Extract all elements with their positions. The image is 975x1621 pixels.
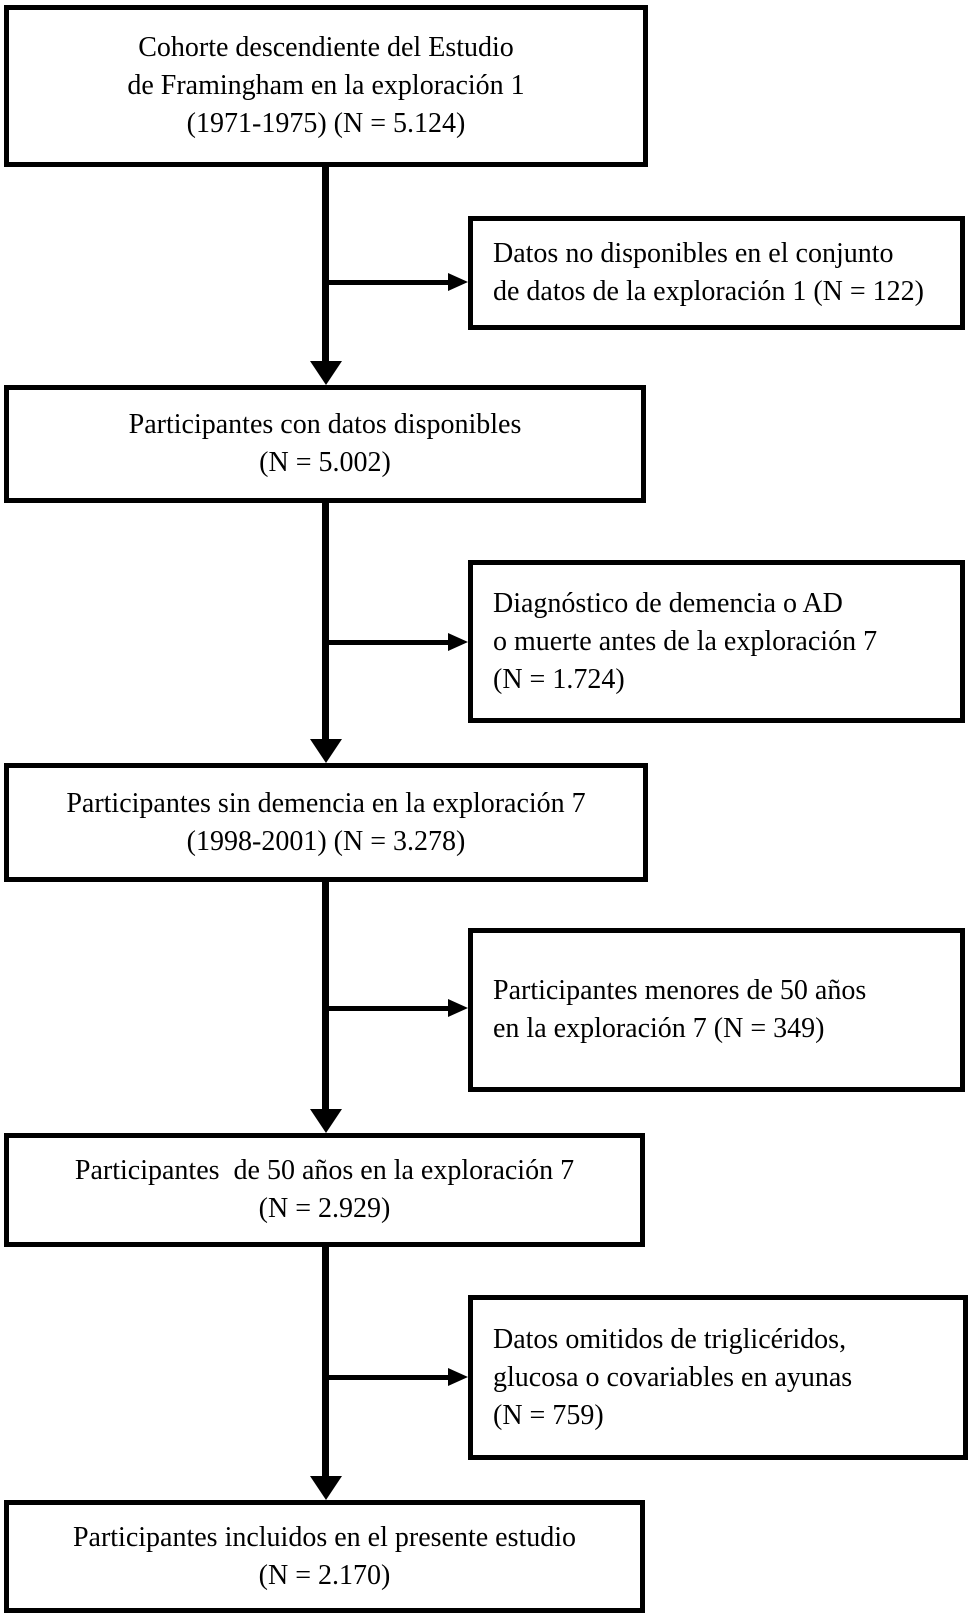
arrowhead-down-icon — [310, 1476, 342, 1500]
box-text-line: (1971-1975) (N = 5.124) — [186, 108, 466, 139]
box-excluded-dementia-or-death: Diagnóstico de demencia o AD o muerte an… — [468, 560, 965, 723]
box-text-line: (N = 2.929) — [258, 1193, 391, 1224]
arrowhead-right-icon — [448, 999, 468, 1017]
stem-line-3 — [322, 878, 329, 1112]
branch-line-3 — [322, 1006, 450, 1011]
box-cohort-exam1: Cohorte descendiente del Estudio de Fram… — [4, 5, 648, 167]
box-text-line: o muerte antes de la exploración 7 — [493, 625, 878, 657]
box-text-line: (N = 2.170) — [258, 1559, 391, 1591]
arrowhead-right-icon — [448, 1368, 468, 1386]
box-excluded-missing-lab-data: Datos omitidos de triglicéridos, glucosa… — [468, 1295, 968, 1460]
box-text-line: Datos omitidos de triglicéridos, — [493, 1323, 847, 1355]
arrowhead-down-icon — [310, 1109, 342, 1133]
box-participants-available-data: Participantes con datos disponibles (N =… — [4, 385, 646, 503]
box-text-line: (1998-2001) (N = 3.278) — [186, 825, 466, 857]
box-text-line: (N = 759) — [493, 1399, 604, 1431]
box-text-line: de datos de la exploración 1 (N = 122) — [493, 276, 924, 307]
box-text-line: Datos no disponibles en el conjunto — [493, 238, 894, 269]
box-text-line: de Framingham en la exploración 1 — [127, 70, 525, 101]
branch-line-2 — [322, 640, 450, 645]
box-text-line: (N = 1.724) — [493, 663, 625, 695]
box-excluded-no-data: Datos no disponibles en el conjunto de d… — [468, 216, 965, 330]
box-text-line: Cohorte descendiente del Estudio — [138, 32, 514, 63]
stem-line-2 — [322, 498, 329, 742]
stem-line-4 — [322, 1243, 329, 1479]
box-excluded-under-50: Participantes menores de 50 años en la e… — [468, 928, 965, 1092]
stem-line-1 — [322, 163, 329, 365]
box-text-line: Diagnóstico de demencia o AD — [493, 587, 843, 619]
arrowhead-down-icon — [310, 361, 342, 385]
box-participants-included: Participantes incluidos en el presente e… — [4, 1500, 645, 1613]
box-participants-no-dementia-exam7: Participantes sin demencia en la explora… — [4, 763, 648, 882]
box-text-line: glucosa o covariables en ayunas — [493, 1361, 853, 1393]
box-participants-age-50-exam7: Participantes de 50 años en la exploraci… — [4, 1133, 645, 1247]
arrowhead-right-icon — [448, 273, 468, 291]
box-text-line: Participantes de 50 años en la exploraci… — [74, 1155, 575, 1186]
arrowhead-down-icon — [310, 739, 342, 763]
branch-line-4 — [322, 1375, 450, 1380]
box-text-line: Participantes incluidos en el presente e… — [72, 1521, 577, 1553]
box-text-line: Participantes sin demencia en la explora… — [66, 787, 586, 819]
arrowhead-right-icon — [448, 633, 468, 651]
box-text-line: Participantes menores de 50 años — [493, 975, 867, 1006]
box-text-line: (N = 5.002) — [259, 447, 391, 478]
box-text-line: en la exploración 7 (N = 349) — [493, 1013, 825, 1044]
branch-line-1 — [322, 280, 450, 285]
box-text-line: Participantes con datos disponibles — [128, 409, 522, 440]
